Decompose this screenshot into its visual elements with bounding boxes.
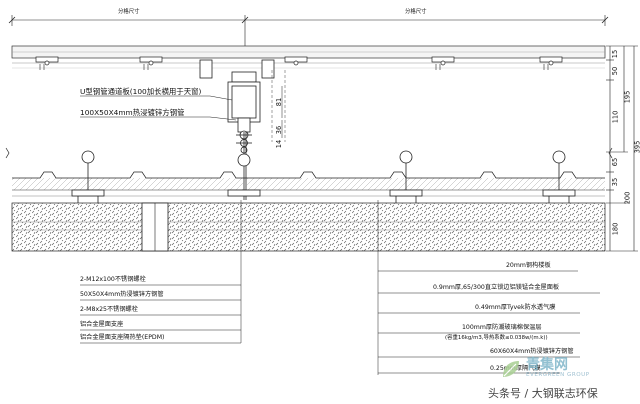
right-dimension-lines — [606, 45, 638, 252]
upper-leaders — [80, 95, 237, 121]
seam-clips — [71, 150, 576, 203]
label-alu-support: 铝合金屋面支座 — [80, 321, 124, 328]
label-roof-panel: 0.9mm厚,65/300直立锁边铝镁锰合金屋面板 — [433, 284, 560, 291]
top-dim-left: 分格尺寸 — [118, 9, 140, 15]
insulation-layer — [11, 202, 606, 252]
dim-81: 81 — [275, 97, 284, 107]
dim-180: 180 — [611, 222, 620, 236]
top-dim-right: 分格尺寸 — [405, 9, 427, 15]
watermark: 青集网 EVERGREEN GROUP — [500, 350, 632, 390]
label-glasswool: 100mm厚防潮玻璃棉保温层 — [462, 324, 542, 331]
watermark-brand: 青集网 — [526, 357, 568, 373]
label-m8-bolt: 2-M8x25不锈钢螺栓 — [80, 306, 138, 313]
dim-110: 110 — [611, 110, 620, 124]
dim-15: 15 — [611, 49, 620, 59]
lower-right-leaders — [377, 200, 600, 375]
upper-clips — [35, 56, 563, 70]
label-glasswool-spec: (容重16kg/m3,导热系数≤0.038w/(m.k)) — [445, 335, 548, 341]
label-m12-bolt: 2-M12x100不锈钢螺栓 — [80, 276, 146, 283]
label-u-channel: U型钢管通道板(100加长横用于天窗) — [80, 87, 202, 96]
top-dimension — [8, 15, 609, 46]
watermark-caption: 头条号 / 大钢联志环保 — [488, 387, 598, 400]
label-50-tube: 50X50X4mm热浸镀锌方钢管 — [80, 291, 164, 298]
watermark-brand-en: EVERGREEN GROUP — [526, 372, 590, 378]
upper-panel — [11, 45, 606, 69]
label-main-tube: 100X50X4mm热浸镀锌方钢管 — [80, 108, 185, 117]
center-lines — [271, 70, 286, 142]
lower-left-leaders — [80, 200, 242, 344]
label-tyvek: 0.49mm厚Tyvek防水透气膜 — [475, 304, 556, 311]
dim-200: 200 — [623, 191, 632, 205]
central-support — [199, 59, 275, 200]
break-lines — [5, 147, 613, 159]
dim-50: 50 — [611, 66, 620, 76]
label-epdm-pad: 铝合金屋面支座隔热垫(EPDM) — [80, 334, 165, 341]
dim-65: 65 — [611, 157, 620, 167]
dim-195: 195 — [623, 90, 632, 104]
label-60-tube: 60X60X4mm热浸镀锌方钢管 — [490, 348, 574, 355]
dim-14: 14 — [275, 139, 284, 149]
dim-395: 395 — [633, 140, 640, 154]
leaf-logo-icon — [503, 361, 519, 377]
lower-panel — [12, 171, 605, 197]
label-steel-deck: 20mm钢构楼板 — [506, 262, 551, 269]
dim-36: 36 — [275, 125, 284, 135]
dim-35: 35 — [611, 177, 620, 187]
